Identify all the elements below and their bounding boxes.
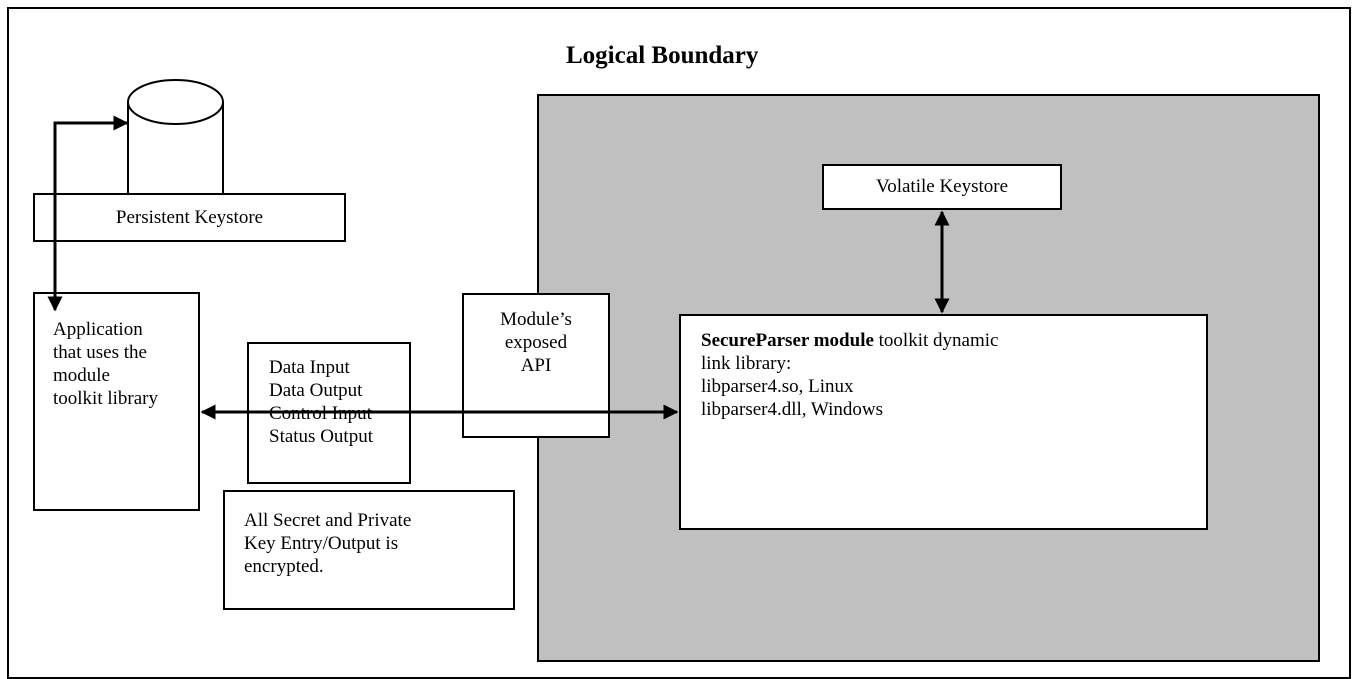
module-line-3: libparser4.so, Linux [701,376,854,397]
encryption-note-box: All Secret and Private Key Entry/Output … [223,490,515,610]
application-line-2: that uses the [53,342,147,363]
module-name-rest: toolkit dynamic [873,330,999,351]
encryption-note-line-3: encrypted. [244,556,324,577]
interface-data-input: Data Input [269,357,350,378]
volatile-keystore-box: Volatile Keystore [822,164,1062,210]
module-line-4: libparser4.dll, Windows [701,399,884,420]
interface-status-output: Status Output [269,426,373,447]
encryption-note-line-2: Key Entry/Output is [244,533,399,554]
app-to-persistent-keystore-arrow [47,115,129,312]
diagram-frame [7,7,1351,679]
api-line-2: exposed [504,332,568,353]
application-line-1: Application [53,319,143,340]
module-line-2: link library: [701,353,792,374]
secureparser-module-box: SecureParser module toolkit dynamic link… [679,314,1208,530]
interface-data-output: Data Output [269,380,363,401]
logical-boundary-title: Logical Boundary [566,42,759,69]
persistent-keystore-label: Persistent Keystore [115,207,264,228]
application-line-4: toolkit library [53,388,159,409]
module-name: SecureParser module [701,330,874,351]
volatile-keystore-label: Volatile Keystore [875,176,1009,197]
application-line-3: module [53,365,110,386]
api-line-1: Module’s [500,309,572,330]
api-line-3: API [520,355,552,376]
encryption-note-line-1: All Secret and Private [244,510,412,531]
module-title-line: SecureParser module toolkit dynamic [701,329,1206,352]
